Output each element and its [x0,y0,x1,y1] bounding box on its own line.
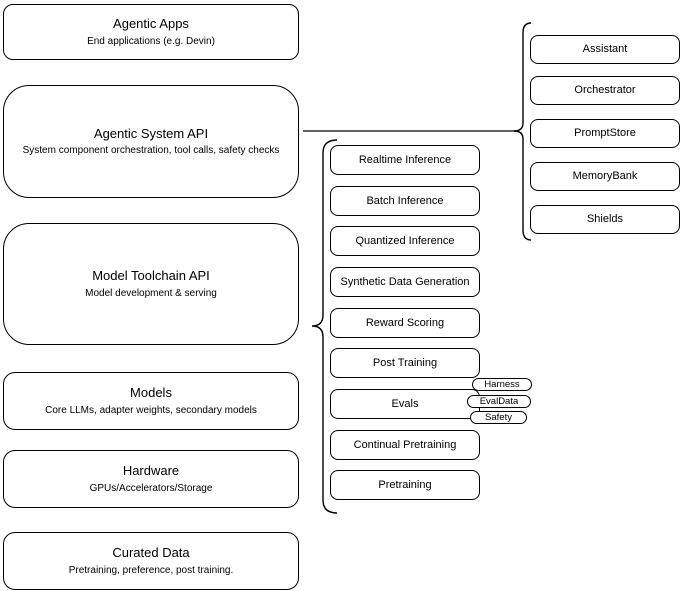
tag-label: EvalData [479,395,519,407]
layer-subtitle: Model development & serving [85,287,217,299]
node-pretraining: Pretraining [330,470,480,500]
node-post-training: Post Training [330,348,480,378]
layer-title: Agentic Apps [113,16,189,32]
layer-subtitle: Core LLMs, adapter weights, secondary mo… [45,404,257,416]
node-realtime-inference: Realtime Inference [330,145,480,175]
node-label: MemoryBank [572,170,638,183]
node-synthetic-data-generation: Synthetic Data Generation [330,267,480,297]
layer-title: Hardware [122,463,180,479]
node-promptstore: PromptStore [530,119,680,148]
node-shields: Shields [530,205,680,234]
layer-title: Agentic System API [93,125,209,141]
node-label: Evals [391,397,419,410]
node-continual-pretraining: Continual Pretraining [330,430,480,460]
node-label: Realtime Inference [358,153,452,166]
tag-label: Safety [485,411,512,423]
node-label: Pretraining [378,478,432,491]
layer-agentic-apps: Agentic Apps End applications (e.g. Devi… [3,4,299,60]
layer-subtitle: End applications (e.g. Devin) [87,35,215,47]
layer-subtitle: GPUs/Accelerators/Storage [89,482,213,494]
toolchain-brace [311,139,338,514]
layer-agentic-system-api: Agentic System API System component orch… [3,85,299,198]
layer-title: Curated Data [112,545,190,561]
node-batch-inference: Batch Inference [330,186,480,216]
layer-subtitle: Pretraining, preference, post training. [68,564,234,576]
node-evals: Evals [330,389,480,419]
node-label: Batch Inference [366,194,444,207]
node-label: Synthetic Data Generation [340,275,470,288]
layer-models: Models Core LLMs, adapter weights, secon… [3,372,299,430]
node-orchestrator: Orchestrator [530,76,680,105]
tag-harness: Harness [472,378,532,391]
layer-subtitle: System component orchestration, tool cal… [22,145,280,157]
node-label: Continual Pretraining [353,438,457,451]
node-label: Post Training [372,356,438,369]
node-label: PromptStore [574,127,636,140]
node-label: Assistant [582,43,628,56]
layer-model-toolchain-api: Model Toolchain API Model development & … [3,223,299,345]
node-memorybank: MemoryBank [530,162,680,191]
node-label: Shields [586,213,624,226]
node-assistant: Assistant [530,35,680,64]
layer-curated-data: Curated Data Pretraining, preference, po… [3,532,299,590]
node-reward-scoring: Reward Scoring [330,308,480,338]
components-brace [513,22,532,241]
layer-title: Models [130,385,172,401]
layer-title: Model Toolchain API [92,268,210,284]
node-label: Reward Scoring [365,316,445,329]
node-label: Orchestrator [574,84,636,97]
tag-label: Harness [484,378,520,390]
layer-hardware: Hardware GPUs/Accelerators/Storage [3,450,299,508]
node-label: Quantized Inference [355,234,455,247]
tag-evaldata: EvalData [467,395,531,408]
tag-safety: Safety [470,411,527,424]
node-quantized-inference: Quantized Inference [330,226,480,256]
